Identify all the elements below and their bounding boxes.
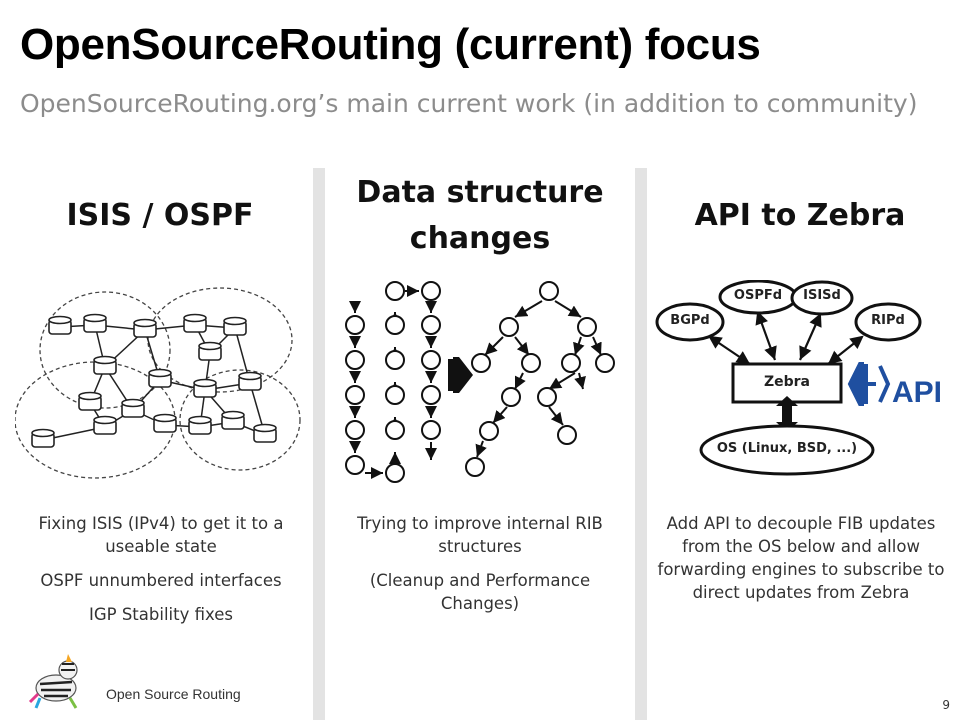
column-heading-api-zebra: API to Zebra bbox=[694, 198, 906, 233]
daemon-label-ripd: RIPd bbox=[871, 313, 905, 328]
zebra-api-diagram bbox=[655, 280, 922, 476]
description-line: IGP Stability fixes bbox=[88, 605, 233, 624]
column-heading-isis-ospf: ISIS / OSPF bbox=[66, 198, 254, 233]
column-heading-data-structure: Data structure changes bbox=[356, 175, 604, 256]
tree-restructure-diagram bbox=[345, 281, 615, 483]
os-label: OS (Linux, BSD, ...) bbox=[716, 441, 858, 456]
description-line: OSPF unnumbered interfaces bbox=[40, 571, 282, 590]
daemon-label-bgpd: BGPd bbox=[670, 313, 710, 328]
logo-text: Open Source Routing bbox=[106, 686, 241, 702]
network-topology-diagram bbox=[15, 287, 301, 479]
zebra-mascot-icon bbox=[28, 654, 78, 709]
slide-subtitle: OpenSourceRouting.org’s main current wor… bbox=[20, 89, 918, 118]
daemon-label-ospfd: OSPFd bbox=[733, 288, 783, 303]
zebra-core-label: Zebra bbox=[763, 374, 811, 390]
description-line: Add API to decouple FIB updates from the… bbox=[657, 514, 945, 602]
column-description-isis-ospf: Fixing ISIS (IPv4) to get it to a useabl… bbox=[12, 512, 310, 637]
open-source-routing-logo: Open Source Routing bbox=[26, 650, 256, 710]
api-label: API bbox=[892, 376, 943, 409]
description-line: (Cleanup and Performance Changes) bbox=[369, 571, 591, 613]
column-divider-1 bbox=[313, 168, 325, 720]
column-divider-2 bbox=[635, 168, 647, 720]
page-number: 9 bbox=[942, 698, 950, 712]
daemon-label-isisd: ISISd bbox=[803, 288, 841, 303]
description-line: Trying to improve internal RIB structure… bbox=[357, 514, 603, 556]
column-description-data-structure: Trying to improve internal RIB structure… bbox=[330, 512, 630, 626]
column-description-api-zebra: Add API to decouple FIB updates from the… bbox=[652, 512, 950, 615]
description-line: Fixing ISIS (IPv4) to get it to a useabl… bbox=[38, 514, 284, 556]
slide-title: OpenSourceRouting (current) focus bbox=[20, 20, 761, 69]
